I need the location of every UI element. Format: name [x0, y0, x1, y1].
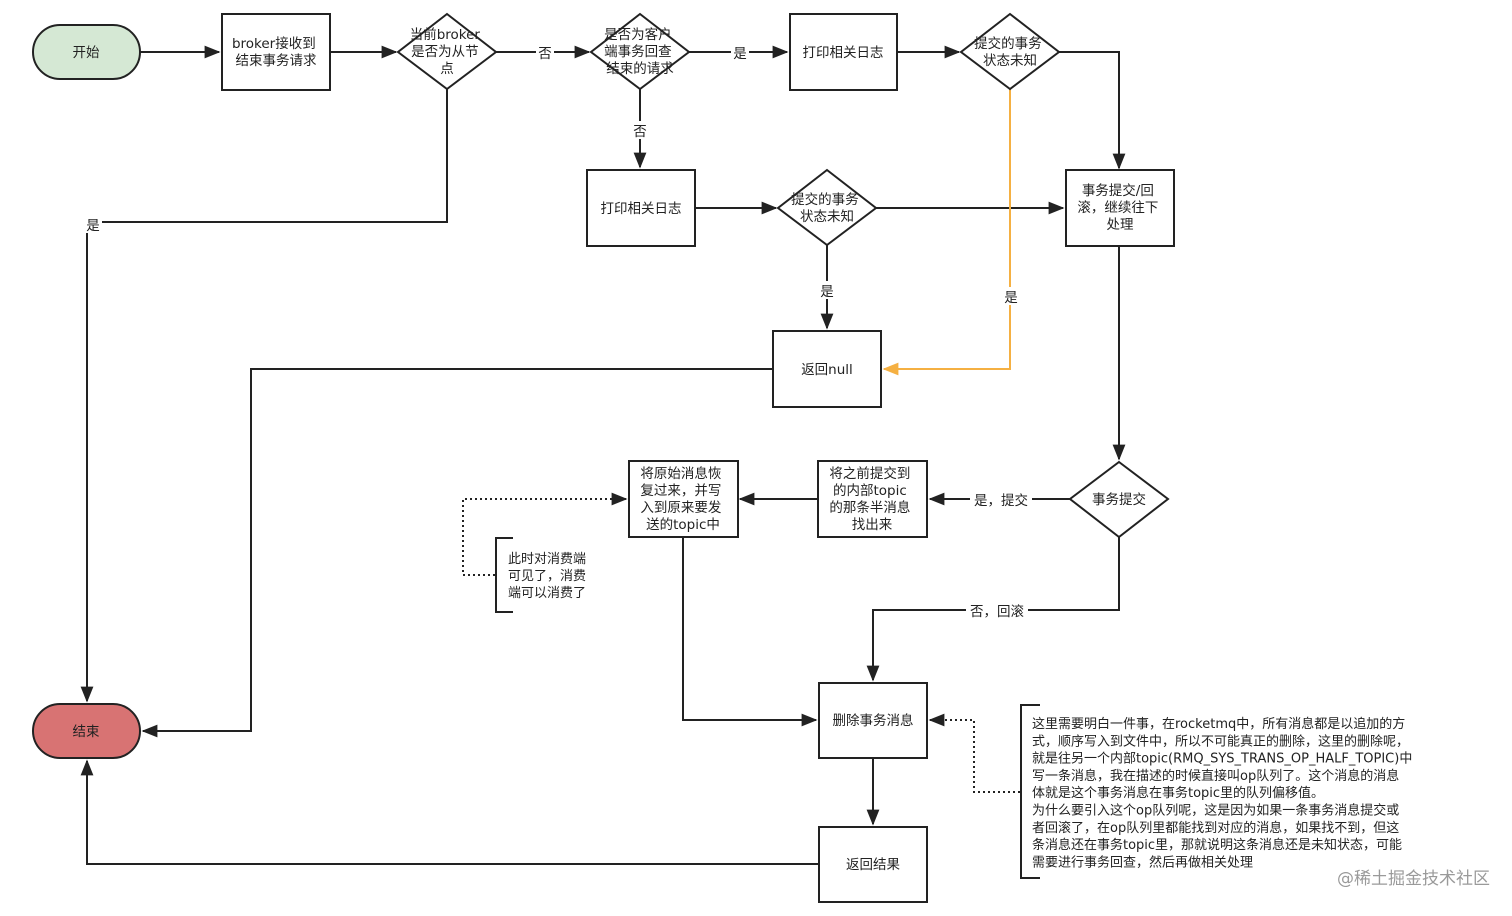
find-half-node [817, 460, 928, 538]
restore-node [628, 460, 739, 538]
find-half-label: 将之前提交到 的内部topic 的那条半消息 找出来 [829, 465, 914, 533]
edge-labels: 否 是 否 是 是 是 是，提交 否，回滚 [84, 43, 1032, 620]
unknown1-decision [959, 12, 1061, 91]
is-check-label: 是否为客户 端事务回查 结束的请求 [604, 26, 676, 77]
edge-restore-to-deletemsg [682, 537, 818, 727]
start-label: 开始 [73, 45, 100, 61]
label-slave-yes: 是 [86, 218, 100, 234]
dotted-op-note-to-deletemsg [928, 713, 1020, 793]
unknown2-decision [776, 168, 878, 247]
return-result-label: 返回结果 [846, 857, 900, 873]
dotted-consumer-note-to-restore [462, 492, 628, 576]
edge-unknown1-to-commitrollback [1059, 51, 1126, 170]
label-commit-yes: 是，提交 [974, 492, 1028, 509]
label-commit-no: 否，回滚 [970, 603, 1024, 620]
op-queue-note: 这里需要明白一件事，在rocketmq中，所有消息都是以追加的方 式，顺序写入到… [1032, 716, 1416, 870]
commit-rollback-node [1065, 169, 1175, 247]
return-null-label: 返回null [801, 362, 853, 378]
edge-returnnull-to-end [141, 368, 773, 738]
end-node [32, 703, 141, 759]
restore-label: 将原始消息恢 复过来，并写 入到原来要发 送的topic中 [640, 465, 725, 533]
is-check-decision [589, 12, 691, 91]
end-label: 结束 [73, 724, 100, 740]
label-unknown1-yes: 是 [1004, 290, 1018, 306]
is-commit-label: 事务提交 [1092, 491, 1146, 508]
receive-label: broker接收到 结束事务请求 [232, 35, 320, 69]
edge-returnresult-to-end [80, 759, 818, 865]
log2-label: 打印相关日志 [601, 200, 682, 217]
consumer-note-bracket [495, 537, 513, 613]
label-check-no: 否 [633, 124, 647, 140]
return-result-node [818, 826, 928, 903]
edge-unknown1-to-returnnull [882, 89, 1011, 376]
log2-node [586, 169, 696, 247]
delete-msg-label: 删除事务消息 [833, 712, 914, 729]
delete-msg-node [818, 682, 928, 759]
edge-isslave-to-end [80, 89, 448, 703]
is-slave-label: 当前broker 是否为从节 点 [410, 26, 485, 77]
start-node [32, 24, 141, 80]
unknown1-label: 提交的事务 状态未知 [974, 35, 1046, 69]
label-unknown2-yes: 是 [820, 284, 834, 300]
log1-label: 打印相关日志 [803, 44, 884, 61]
receive-node [221, 13, 331, 91]
is-slave-decision [396, 12, 498, 91]
is-commit-decision [1068, 460, 1170, 539]
watermark: @稀土掘金技术社区 [1337, 869, 1490, 889]
consumer-note: 此时对消费端 可见了，消费 端可以消费了 [508, 552, 590, 601]
return-null-node [772, 330, 882, 408]
unknown2-label: 提交的事务 状态未知 [791, 191, 863, 225]
commit-rollback-label: 事务提交/回 滚，继续往下 处理 [1077, 182, 1162, 233]
label-slave-no: 否 [538, 46, 552, 62]
op-note-bracket [1020, 704, 1040, 879]
label-check-yes: 是 [733, 46, 747, 62]
log1-node [789, 13, 898, 91]
